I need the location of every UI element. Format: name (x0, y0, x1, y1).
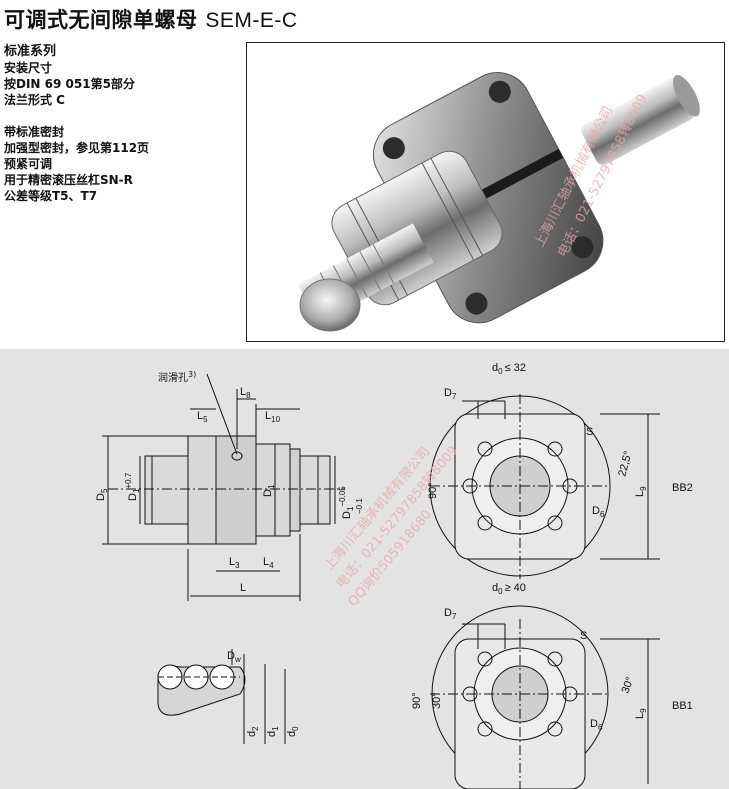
angle-90-bottom: 90° (411, 692, 423, 709)
spec-line: 安装尺寸 (4, 61, 53, 75)
dimension-drawing: 润滑孔3) L5 L8 L10 L3 L4 L D5 D1+0.7 D1 D1−… (95, 362, 693, 789)
label-D1-tolerance-lower: D1−0.05 (338, 486, 355, 519)
label-d2: d2 (246, 726, 260, 737)
page-title: 可调式无间隙单螺母 SEM-E-C (4, 8, 298, 32)
label-L5: L5 (197, 410, 208, 424)
label-L9-top: L9 (634, 486, 648, 497)
angle-90-top: 90° (427, 482, 439, 499)
watermark-text: 上海川汇轴承机械有限公司 (322, 444, 434, 573)
spec-line: 预紧可调 (4, 157, 53, 171)
label-D1-tolerance-lower2: −0.1 (355, 498, 364, 514)
label-L: L (240, 582, 246, 594)
spec-list: 标准系列 安装尺寸 按DIN 69 051第5部分 法兰形式 C 带标准密封 加… (4, 44, 240, 204)
condition-d0-bottom: d0≥ 40 (492, 582, 526, 596)
label-S-bottom: S (580, 630, 587, 642)
label-D1-tolerance: D1+0.7 (124, 472, 141, 501)
spec-heading: 标准系列 (4, 44, 57, 59)
label-D5: D5 (95, 488, 109, 501)
label-S-top: S (586, 426, 593, 438)
ball-screw-nut-image: 上海川汇轴承机械有限公司 电话：021-52797858转8009 (298, 72, 700, 332)
spec-line: 用于精密滚压丝杠SN-R (4, 173, 133, 187)
label-d1: d1 (266, 726, 280, 737)
label-L3: L3 (229, 556, 240, 570)
product-photo: 上海川汇轴承机械有限公司 电话：021-52797858转8009 (246, 42, 725, 342)
spec-line: 公差等级T5、T7 (4, 189, 98, 203)
label-L4: L4 (263, 556, 274, 570)
technical-drawing: 润滑孔3) L5 L8 L10 L3 L4 L D5 D1+0.7 D1 D1−… (0, 349, 729, 789)
label-D7-bottom: D7 (444, 607, 457, 621)
label-D1: D1 (262, 484, 276, 497)
condition-d0-top: d0≤ 32 (492, 362, 526, 376)
label-L10: L10 (265, 410, 281, 424)
lube-hole-label: 润滑孔3) (158, 370, 196, 384)
angle-22-5: 22,5° (616, 450, 634, 478)
spec-line: 按DIN 69 051第5部分 (4, 77, 135, 91)
spec-line: 法兰形式 C (4, 93, 65, 107)
angle-30-right: 30° (620, 675, 637, 695)
label-D6-bottom: D6 (590, 718, 603, 732)
spec-line: 带标准密封 (4, 125, 65, 139)
label-D7-top: D7 (444, 387, 457, 401)
angle-30-left: 30° (431, 692, 443, 709)
label-bb1: BB1 (672, 700, 693, 712)
label-L8: L8 (240, 386, 251, 400)
spec-line: 加强型密封，参见第112页 (4, 141, 150, 155)
label-D6-top: D6 (592, 505, 605, 519)
label-Dw: Dw (227, 650, 241, 664)
label-bb2: BB2 (672, 482, 693, 494)
label-L9-bottom: L9 (634, 708, 648, 719)
label-d0: d0 (286, 726, 300, 737)
